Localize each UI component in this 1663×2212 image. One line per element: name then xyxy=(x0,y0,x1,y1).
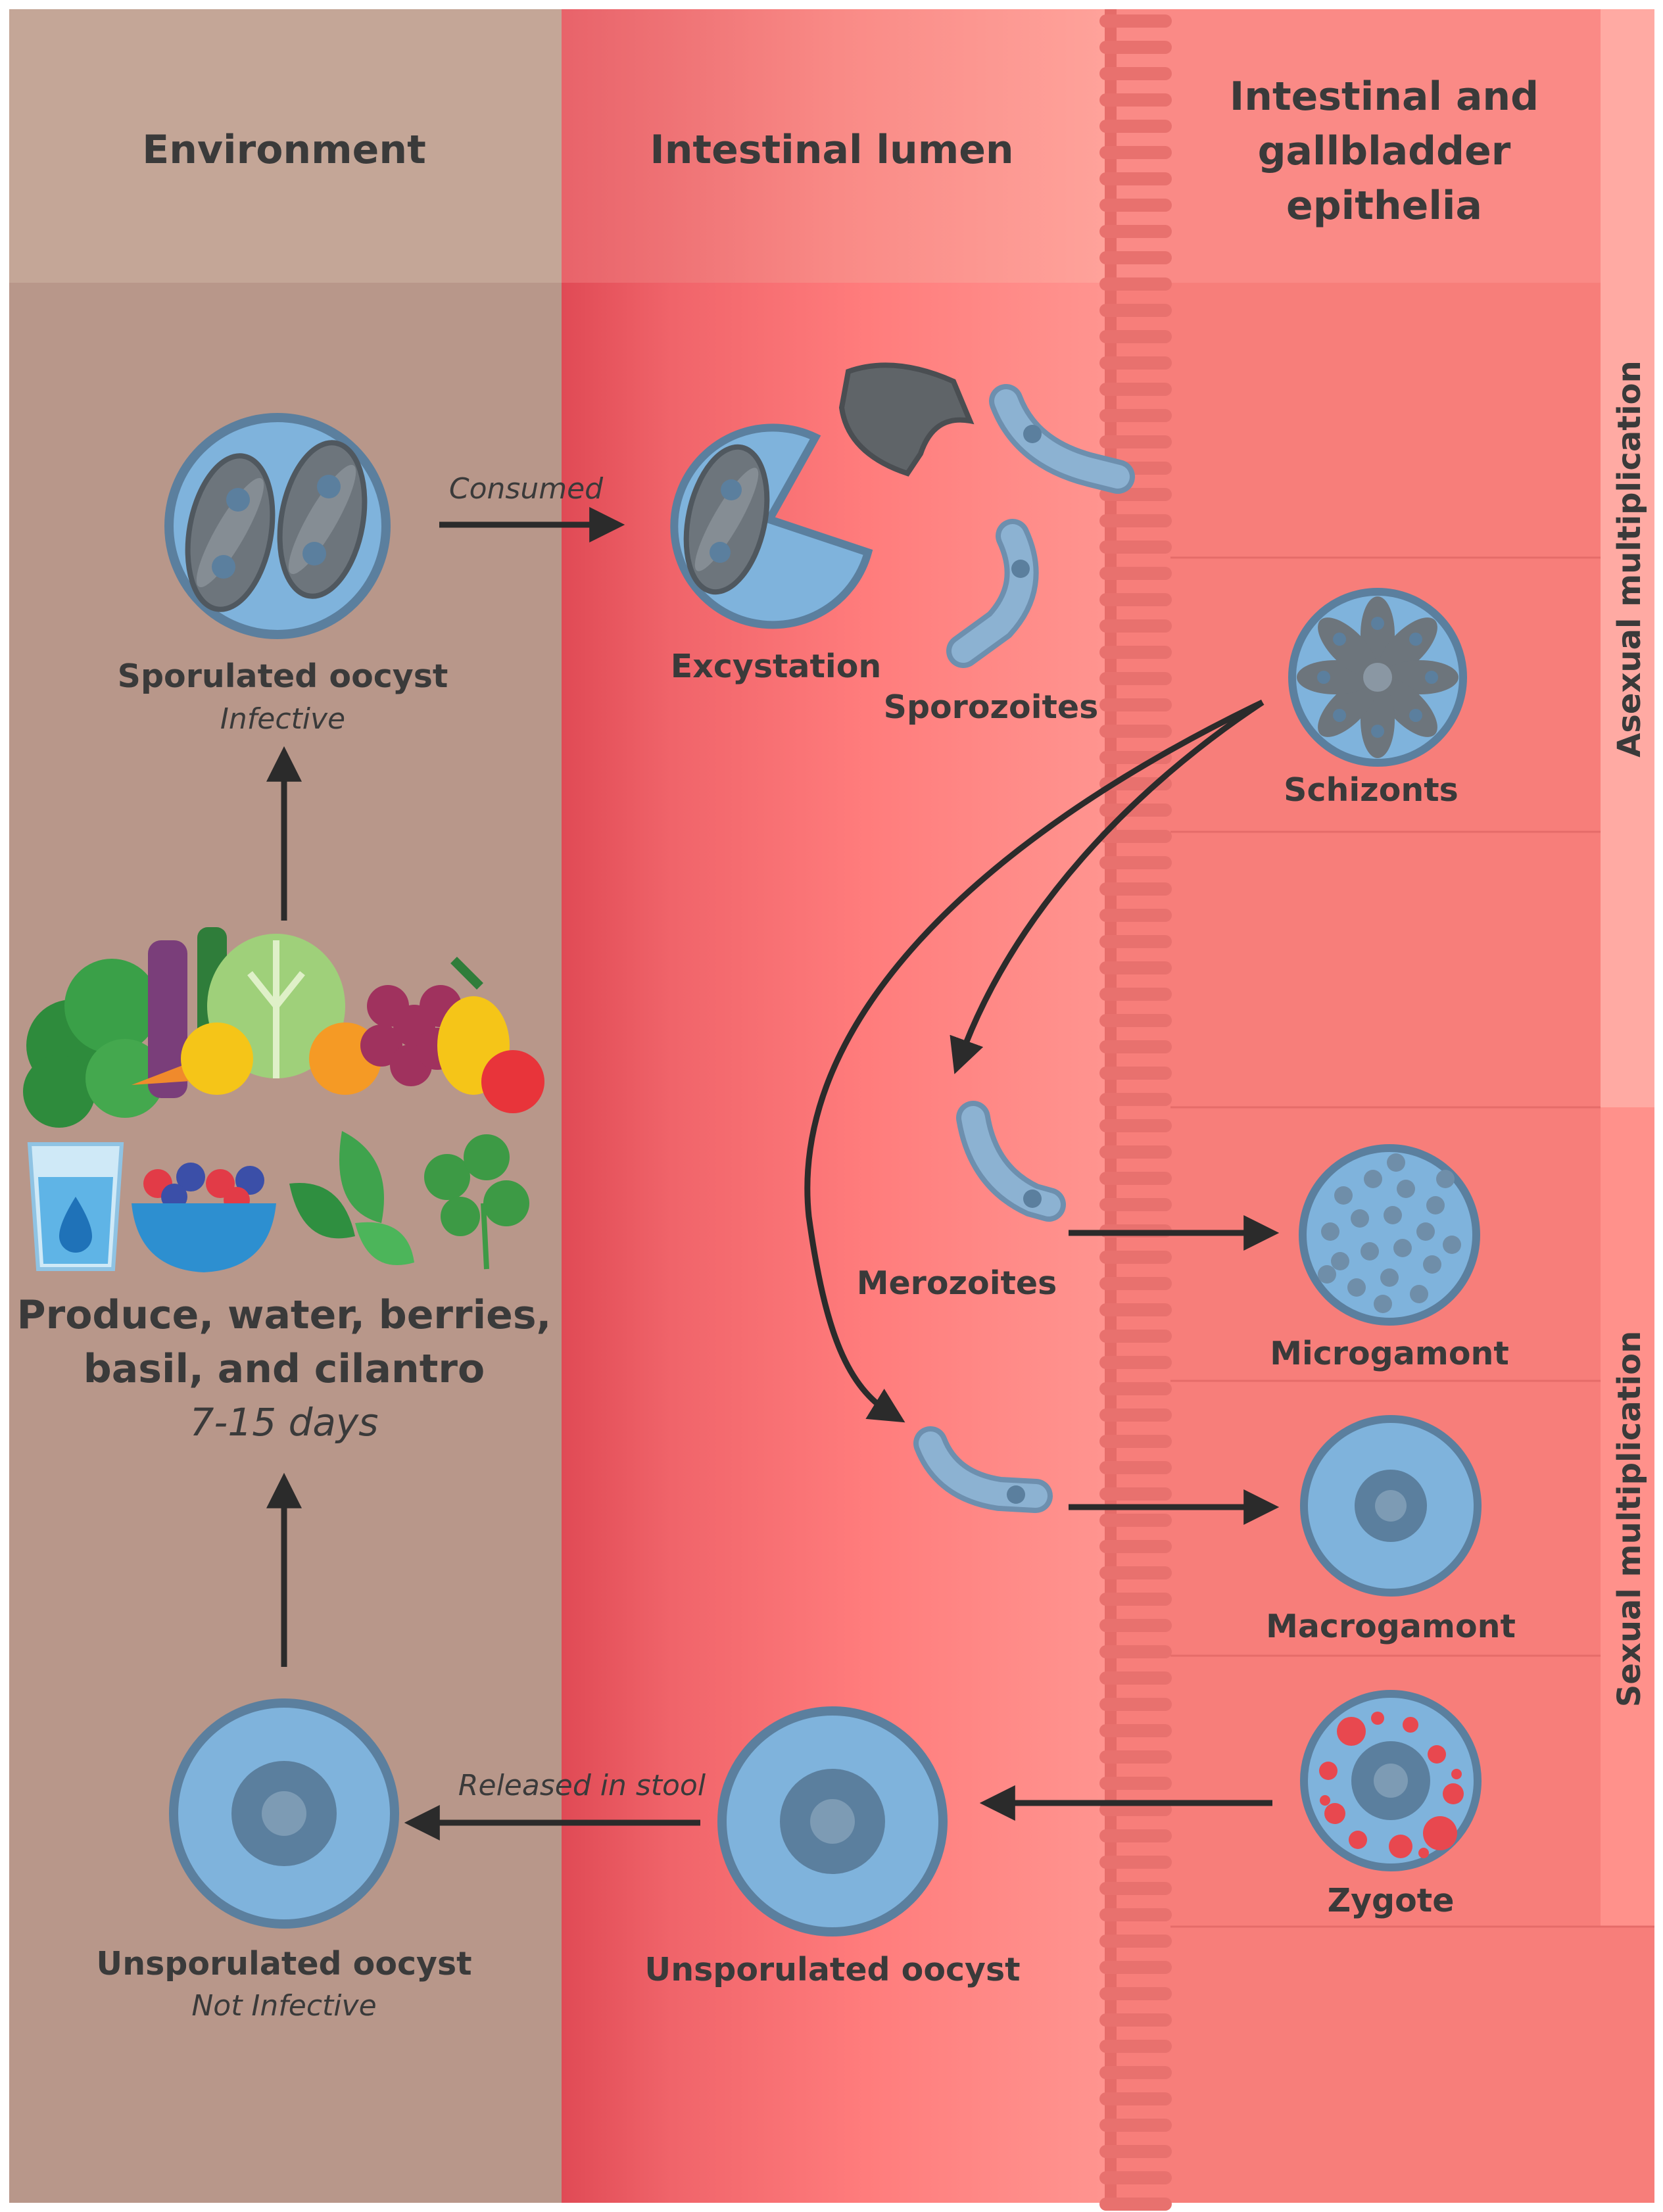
produce-label-line2: basil, and cilantro xyxy=(84,1346,485,1392)
macrogamont-label: Macrogamont xyxy=(1266,1608,1516,1645)
sporozoites-label: Sporozoites xyxy=(884,688,1099,726)
header-epithelia-line3: epithelia xyxy=(1286,183,1482,229)
header-epithelia-line2: gallbladder xyxy=(1258,128,1511,174)
side-strip-bottom xyxy=(1601,1107,1654,1927)
environment-header-bg xyxy=(9,9,562,283)
berries-bowl-icon xyxy=(132,1163,276,1272)
zygote-label: Zygote xyxy=(1328,1882,1455,1919)
produce-days: 7-15 days xyxy=(190,1400,379,1445)
unsporulated-oocyst-env-label: Unsporulated oocyst xyxy=(96,1945,471,1983)
sporozoite-1 xyxy=(989,384,1135,494)
epithelial-villi xyxy=(1099,9,1172,2211)
microgamont xyxy=(1299,1144,1480,1326)
cilantro-icon xyxy=(424,1134,529,1270)
arrow-schizont-to-merozoite-1 xyxy=(950,700,1265,1074)
macrogamont xyxy=(1300,1415,1482,1597)
side-label-asexual: Asexual multiplication xyxy=(1611,360,1648,757)
epithelia-header-bg xyxy=(1114,9,1601,283)
zygote xyxy=(1300,1690,1482,1871)
merozoites-label: Merozoites xyxy=(857,1264,1057,1302)
water-glass-icon xyxy=(27,1142,124,1271)
sporulated-oocyst-sub: Infective xyxy=(220,702,345,736)
unsporulated-oocyst-lumen xyxy=(717,1706,948,1936)
unsporulated-oocyst-env-sub: Not Infective xyxy=(191,1989,376,2023)
header-lumen: Intestinal lumen xyxy=(650,127,1013,173)
side-label-sexual: Sexual multiplication xyxy=(1611,1331,1648,1708)
consumed-label: Consumed xyxy=(449,472,604,506)
oocyst-wall-fragment xyxy=(838,362,975,477)
microgamont-label: Microgamont xyxy=(1270,1335,1509,1372)
produce-label-line1: Produce, water, berries, xyxy=(17,1292,552,1338)
schizonts-label: Schizonts xyxy=(1284,771,1458,809)
unsporulated-oocyst-env xyxy=(169,1698,399,1929)
merozoite-1 xyxy=(956,1101,1066,1222)
side-strip-top xyxy=(1601,9,1654,1107)
side-strip-end xyxy=(1601,1927,1654,2203)
header-epithelia-line1: Intestinal and xyxy=(1230,74,1539,120)
lumen-header-bg xyxy=(562,9,1114,283)
sporulated-oocyst-env xyxy=(164,413,391,639)
schizont xyxy=(1288,588,1467,767)
basil-icon xyxy=(289,1131,414,1265)
merozoite-2 xyxy=(913,1426,1053,1513)
unsporulated-oocyst-lumen-label: Unsporulated oocyst xyxy=(644,1951,1020,1988)
produce-illustration xyxy=(23,927,544,1128)
released-label: Released in stool xyxy=(458,1769,706,1802)
sporozoite-2 xyxy=(946,519,1039,668)
row-dividers xyxy=(1170,556,1654,1928)
excystation-oocyst xyxy=(670,423,873,629)
header-environment: Environment xyxy=(142,127,426,173)
arrow-schizont-to-merozoite-2 xyxy=(804,699,1264,1423)
sporulated-oocyst-label: Sporulated oocyst xyxy=(118,658,448,695)
excystation-label: Excystation xyxy=(671,648,882,685)
